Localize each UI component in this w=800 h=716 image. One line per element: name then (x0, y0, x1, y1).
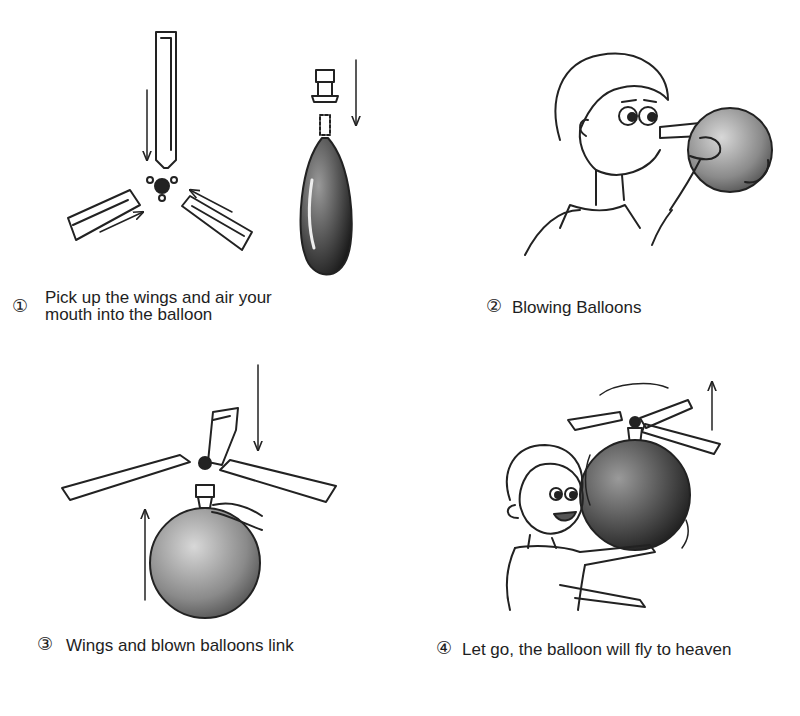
step-caption: Blowing Balloons (512, 299, 752, 316)
step-caption: Let go, the balloon will fly to heaven (462, 641, 792, 658)
step-number: ④ (436, 640, 466, 657)
step-caption: Pick up the wings and air your mouth int… (45, 289, 300, 323)
step-number: ② (486, 298, 516, 315)
step-number: ① (12, 298, 42, 315)
step-number: ③ (37, 636, 67, 653)
step-caption: Wings and blown balloons link (66, 637, 396, 654)
